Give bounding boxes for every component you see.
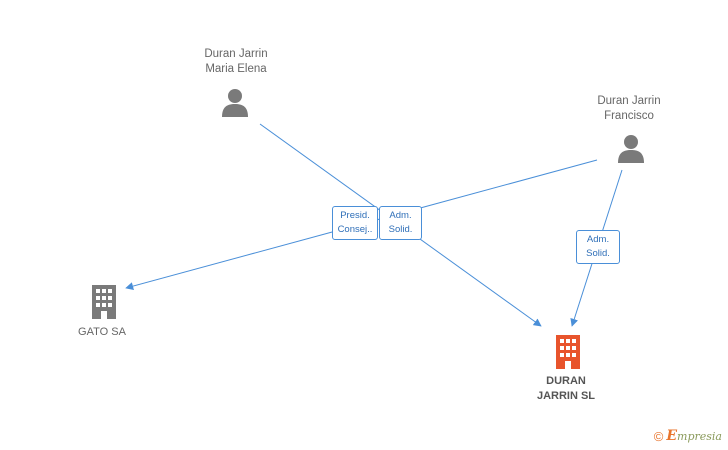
person-icon[interactable] [617,134,645,164]
empresia-logo: Empresia [666,428,722,444]
person-name-maria[interactable]: Duran Jarrin Maria Elena [204,48,268,75]
edge-label-maria-duran[interactable]: Adm. Solid. [379,206,422,240]
building-icon[interactable] [552,334,584,370]
person-name-francisco[interactable]: Duran Jarrin Francisco [597,95,661,122]
building-icon[interactable] [89,284,119,320]
edge-label-francisco-duran[interactable]: Adm. Solid. [576,230,620,264]
company-name-gato[interactable]: GATO SA [78,326,126,338]
company-name-duran[interactable]: DURAN JARRIN SL [536,375,596,402]
copyright-symbol: © [653,428,664,444]
edge-label-francisco-gato[interactable]: Presid. Consej.. [332,206,378,240]
empresia-watermark: © Empresia [654,428,722,444]
person-icon[interactable] [221,88,249,118]
